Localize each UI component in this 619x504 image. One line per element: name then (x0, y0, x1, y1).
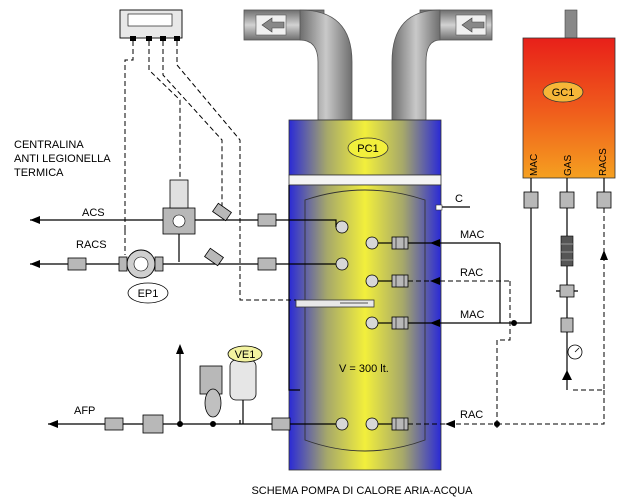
expansion-vessel-icon (229, 359, 257, 424)
air-inlet-arrow-icon (455, 14, 487, 36)
left-duct-elbow (299, 9, 353, 121)
filter-icon (560, 235, 574, 267)
centralina-label-line3: TERMICA (14, 167, 64, 179)
ball-valve-icon (596, 191, 612, 209)
ball-valve-icon (257, 213, 277, 227)
boiler-mac-label: MAC (529, 154, 540, 176)
ball-valve-icon (560, 317, 574, 333)
gc1-tag (542, 81, 584, 103)
racs-left-label: RACS (76, 239, 107, 251)
sensor-probe-icon (435, 204, 443, 211)
mac-1-label: MAC (460, 229, 485, 241)
centralina-label-line1: CENTRALINA (14, 139, 84, 151)
mac-2-label: MAC (460, 309, 485, 321)
tank-port-rac-1 (365, 274, 379, 288)
ball-valve-icon (257, 257, 277, 271)
ball-valve-icon (523, 191, 539, 209)
diagram-caption: SCHEMA POMPA DI CALORE ARIA-ACQUA (251, 485, 473, 497)
tank-port-acs (335, 220, 349, 234)
ep1-tag (127, 282, 169, 304)
heater-rod (295, 299, 375, 308)
acs-label: ACS (82, 207, 105, 219)
pump-icon (118, 249, 164, 279)
afp-label: AFP (74, 405, 95, 417)
tank-port-mac-1 (365, 236, 379, 250)
ball-valve-icon (67, 257, 87, 271)
tank-port-afp (335, 417, 349, 431)
check-valve-icon (142, 414, 164, 434)
check-valve-icon (556, 284, 578, 298)
ep1-label: EP1 (138, 288, 159, 300)
gc1-label: GC1 (552, 87, 575, 99)
ve1-label: VE1 (235, 349, 256, 361)
controller-icon (119, 9, 183, 41)
air-outlet-arrow-icon (255, 14, 287, 36)
gauge-icon (567, 344, 583, 360)
right-circuit (408, 208, 605, 430)
boiler-racs-label: RACS (598, 148, 609, 176)
filter-icon (199, 365, 223, 418)
ball-valve-icon (559, 191, 575, 209)
ball-valve-icon (391, 274, 409, 288)
mixing-valve-icon (162, 179, 196, 262)
ball-valve-icon (391, 417, 409, 431)
sensor-probe-icon (204, 247, 224, 267)
ve1-tag (227, 345, 263, 363)
centralina-label-line2: ANTI LEGIONELLA (14, 153, 111, 165)
control-wires (124, 41, 296, 301)
air-ducts (243, 9, 493, 121)
storage-tank: C V = 300 lt. (288, 184, 470, 471)
ball-valve-icon (391, 316, 409, 330)
tank-port-racs (335, 257, 349, 271)
tank-volume-label: V = 300 lt. (339, 363, 389, 375)
sensor-probe-icon (212, 202, 232, 222)
tank-port-mac-2 (365, 316, 379, 330)
ball-valve-icon (104, 417, 124, 431)
sensor-c-label: C (455, 193, 463, 205)
tank-port-rac-2 (365, 417, 379, 431)
boiler-gc1: GC1 MAC GAS RACS (522, 9, 616, 391)
pc1-tag (347, 137, 389, 159)
boiler-gas-label: GAS (563, 155, 574, 176)
right-duct-elbow (391, 9, 441, 121)
gas-arrow (562, 370, 572, 380)
ball-valve-icon (391, 236, 409, 250)
pc1-label: PC1 (357, 143, 378, 155)
ball-valve-icon (271, 417, 291, 431)
left-circuit (30, 179, 337, 434)
rac-1-label: RAC (460, 267, 483, 279)
tank-inner-outline (304, 189, 426, 452)
boiler-flue (564, 9, 578, 39)
heat-pump-head: PC1 (288, 119, 442, 186)
rac-2-label: RAC (460, 409, 483, 421)
